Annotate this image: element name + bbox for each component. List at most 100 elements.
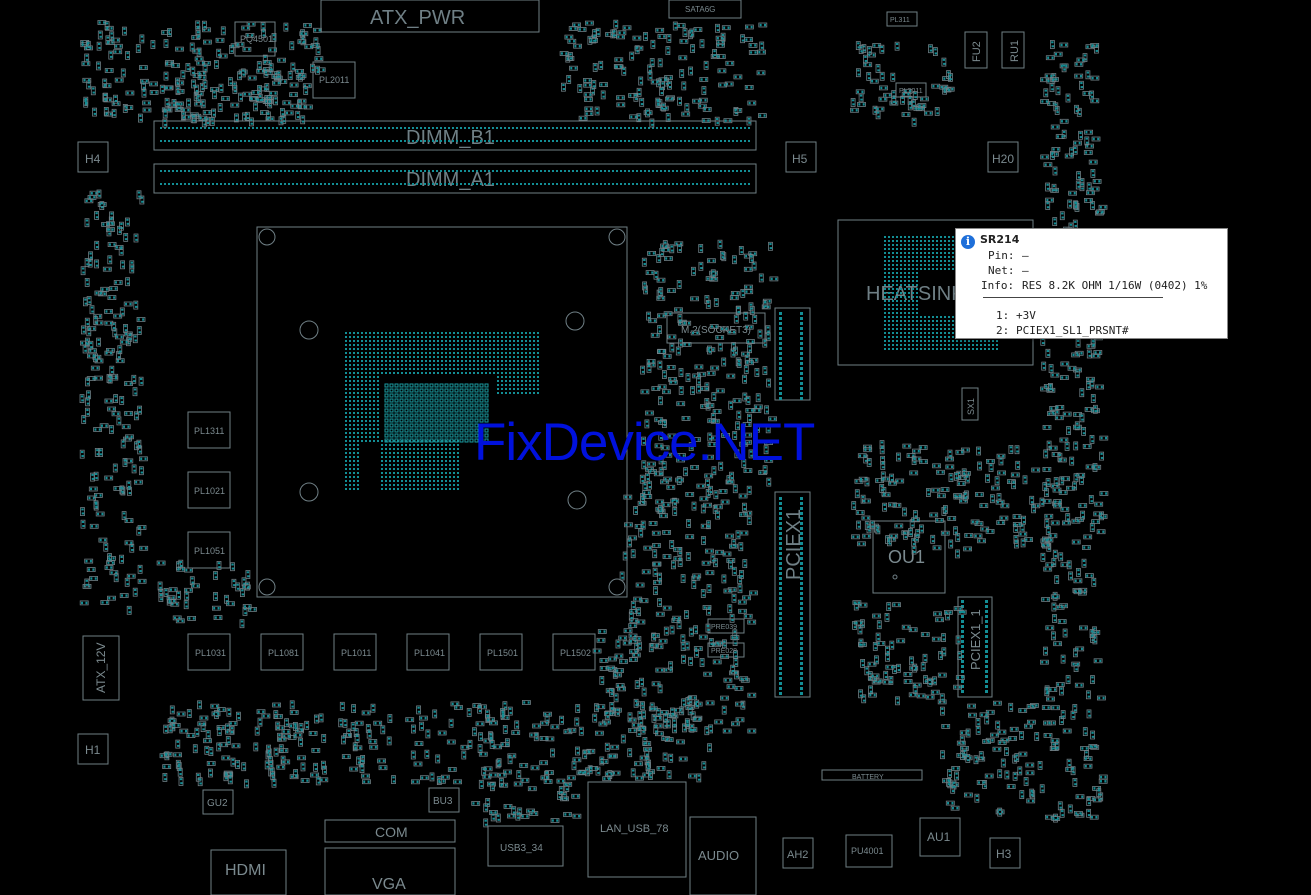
atx-12v-connector[interactable]: ATX_12V xyxy=(82,635,120,701)
m2-slot[interactable]: M.2(SOCKET3) xyxy=(666,312,766,344)
mount-hole-ah2[interactable]: AH2 xyxy=(782,837,814,869)
ah2-label: AH2 xyxy=(787,849,808,861)
sata6g-label: SATA6G xyxy=(685,5,715,14)
au1-chip[interactable]: AU1 xyxy=(919,817,961,857)
usb3-34-port[interactable]: USB3_34 xyxy=(487,825,564,867)
pl1502-label: PL1502 xyxy=(560,648,591,658)
inductor-pl1041[interactable]: PL1041 xyxy=(406,633,450,671)
vga-label: VGA xyxy=(372,876,406,893)
inductor-pl1502[interactable]: PL1502 xyxy=(552,633,596,671)
dimm-b1-label: DIMM_B1 xyxy=(406,127,495,149)
pin1-number: 1: xyxy=(996,309,1010,322)
lan-usb-label: LAN_USB_78 xyxy=(600,823,669,835)
inductor-pl1051[interactable]: PL1051 xyxy=(187,531,231,569)
small-components xyxy=(79,19,1109,828)
inductor-pl1501[interactable]: PL1501 xyxy=(479,633,523,671)
m2-label: M.2(SOCKET3) xyxy=(681,325,751,336)
dimm-pin-rows xyxy=(160,127,750,185)
pl1031-label: PL1031 xyxy=(195,648,226,658)
audio-label: AUDIO xyxy=(698,848,739,863)
inductor-pl3011[interactable]: PL3011 xyxy=(895,82,927,98)
gu2-chip[interactable]: GU2 xyxy=(202,789,234,815)
fu2-label: FU2 xyxy=(971,41,983,62)
bu3-label: BU3 xyxy=(433,796,453,807)
inductor-pl1311[interactable]: PL1311 xyxy=(187,411,231,449)
battery-label: BATTERY xyxy=(852,774,884,781)
pciex1-label: PCIEX1 xyxy=(783,509,805,580)
pl2011-label: PL2011 xyxy=(319,75,349,85)
pl1311-label: PL1311 xyxy=(194,426,224,436)
pu4001-chip[interactable]: PU4001 xyxy=(845,834,893,868)
inductor-pl1021[interactable]: PL1021 xyxy=(187,471,231,509)
h20-label: H20 xyxy=(992,152,1014,166)
inductor-pl2011[interactable]: PL2011 xyxy=(312,61,356,99)
au1-label: AU1 xyxy=(927,830,951,844)
mount-hole-h20[interactable]: H20 xyxy=(987,141,1019,173)
atx-power-connector[interactable]: ATX_PWR xyxy=(320,0,540,33)
pq4501-label: PQ4501 xyxy=(240,34,273,44)
fuse-fu2[interactable]: FU2 xyxy=(964,31,988,69)
heatsink-label: HEATSINK xyxy=(866,283,965,305)
cpu-socket[interactable] xyxy=(256,226,628,598)
pl1501-label: PL1501 xyxy=(487,648,518,658)
h1-label: H1 xyxy=(85,743,101,757)
lan-usb-78-port[interactable]: LAN_USB_78 xyxy=(587,781,687,878)
com-header[interactable]: COM xyxy=(324,819,456,843)
pcie-pin-rows xyxy=(779,312,988,695)
mount-hole-h3[interactable]: H3 xyxy=(989,837,1021,869)
atx-pwr-label: ATX_PWR xyxy=(370,7,465,29)
pre039-part[interactable]: PRE039 xyxy=(707,618,745,634)
dimm-a1-label: DIMM_A1 xyxy=(406,169,495,191)
mount-hole-h1[interactable]: H1 xyxy=(77,733,109,765)
tooltip-separator xyxy=(983,297,1163,298)
pin2-number: 2: xyxy=(996,324,1010,337)
battery-holder[interactable]: BATTERY xyxy=(821,769,923,781)
info-icon: i xyxy=(961,235,975,249)
h5-label: H5 xyxy=(792,152,808,166)
part-ru1[interactable]: RU1 xyxy=(1001,31,1025,69)
h4-label: H4 xyxy=(85,152,101,166)
inductor-pl1011[interactable]: PL1011 xyxy=(333,633,377,671)
mount-hole-h4[interactable]: H4 xyxy=(77,141,109,173)
dimm-b1-slot[interactable]: DIMM_B1 xyxy=(153,120,757,151)
watermark-text: FixDevice.NET xyxy=(474,413,815,472)
info-label: Info: xyxy=(981,279,1015,292)
bu3-chip[interactable]: BU3 xyxy=(428,787,460,813)
pre028-label: PRE028 xyxy=(711,648,737,655)
net-value: — xyxy=(1022,264,1029,277)
inductor-pl311[interactable]: PL311 xyxy=(886,11,918,27)
usb34-label: USB3_34 xyxy=(500,843,543,854)
mount-hole-h5[interactable]: H5 xyxy=(785,141,817,173)
pl1041-label: PL1041 xyxy=(414,648,445,658)
tooltip-title: SR214 xyxy=(980,233,1020,246)
sx1-label: SX1 xyxy=(966,398,976,415)
atx12v-label: ATX_12V xyxy=(94,643,108,693)
pl1011-label: PL1011 xyxy=(341,648,371,658)
inductor-pl1031[interactable]: PL1031 xyxy=(187,633,231,671)
cpu-pin-array xyxy=(345,332,539,490)
pciex1-slot[interactable]: PCIEX1 xyxy=(774,307,811,698)
pl1021-label: PL1021 xyxy=(194,486,225,496)
pl1051-label: PL1051 xyxy=(194,546,225,556)
hdmi-label: HDMI xyxy=(225,862,266,879)
hdmi-port[interactable]: HDMI xyxy=(210,849,287,895)
gu2-label: GU2 xyxy=(207,798,228,809)
pu4001-label: PU4001 xyxy=(851,846,884,856)
pin1-net: +3V xyxy=(1016,309,1036,322)
pciex1-1-slot[interactable]: PCIEX1_1 xyxy=(957,596,993,698)
sata6g-connector[interactable]: SATA6G xyxy=(668,0,742,19)
component-info-tooltip: i SR214 Pin: — Net: — Info: RES 8.2K OHM… xyxy=(955,228,1228,339)
pin-value: — xyxy=(1022,249,1029,262)
pl311-label: PL311 xyxy=(890,17,910,24)
pin2-net: PCIEX1_SL1_PRSNT# xyxy=(1016,324,1129,337)
vga-port[interactable]: VGA xyxy=(324,847,456,895)
info-value: RES 8.2K OHM 1/16W (0402) 1% xyxy=(1022,279,1208,292)
pl1081-label: PL1081 xyxy=(268,648,299,658)
audio-jack-block[interactable]: AUDIO xyxy=(689,816,757,895)
ru1-label: RU1 xyxy=(1009,40,1021,62)
inductor-pl1081[interactable]: PL1081 xyxy=(260,633,304,671)
dimm-a1-slot[interactable]: DIMM_A1 xyxy=(153,163,757,194)
net-label: Net: xyxy=(988,264,1015,277)
sx1-part[interactable]: SX1 xyxy=(961,387,979,421)
